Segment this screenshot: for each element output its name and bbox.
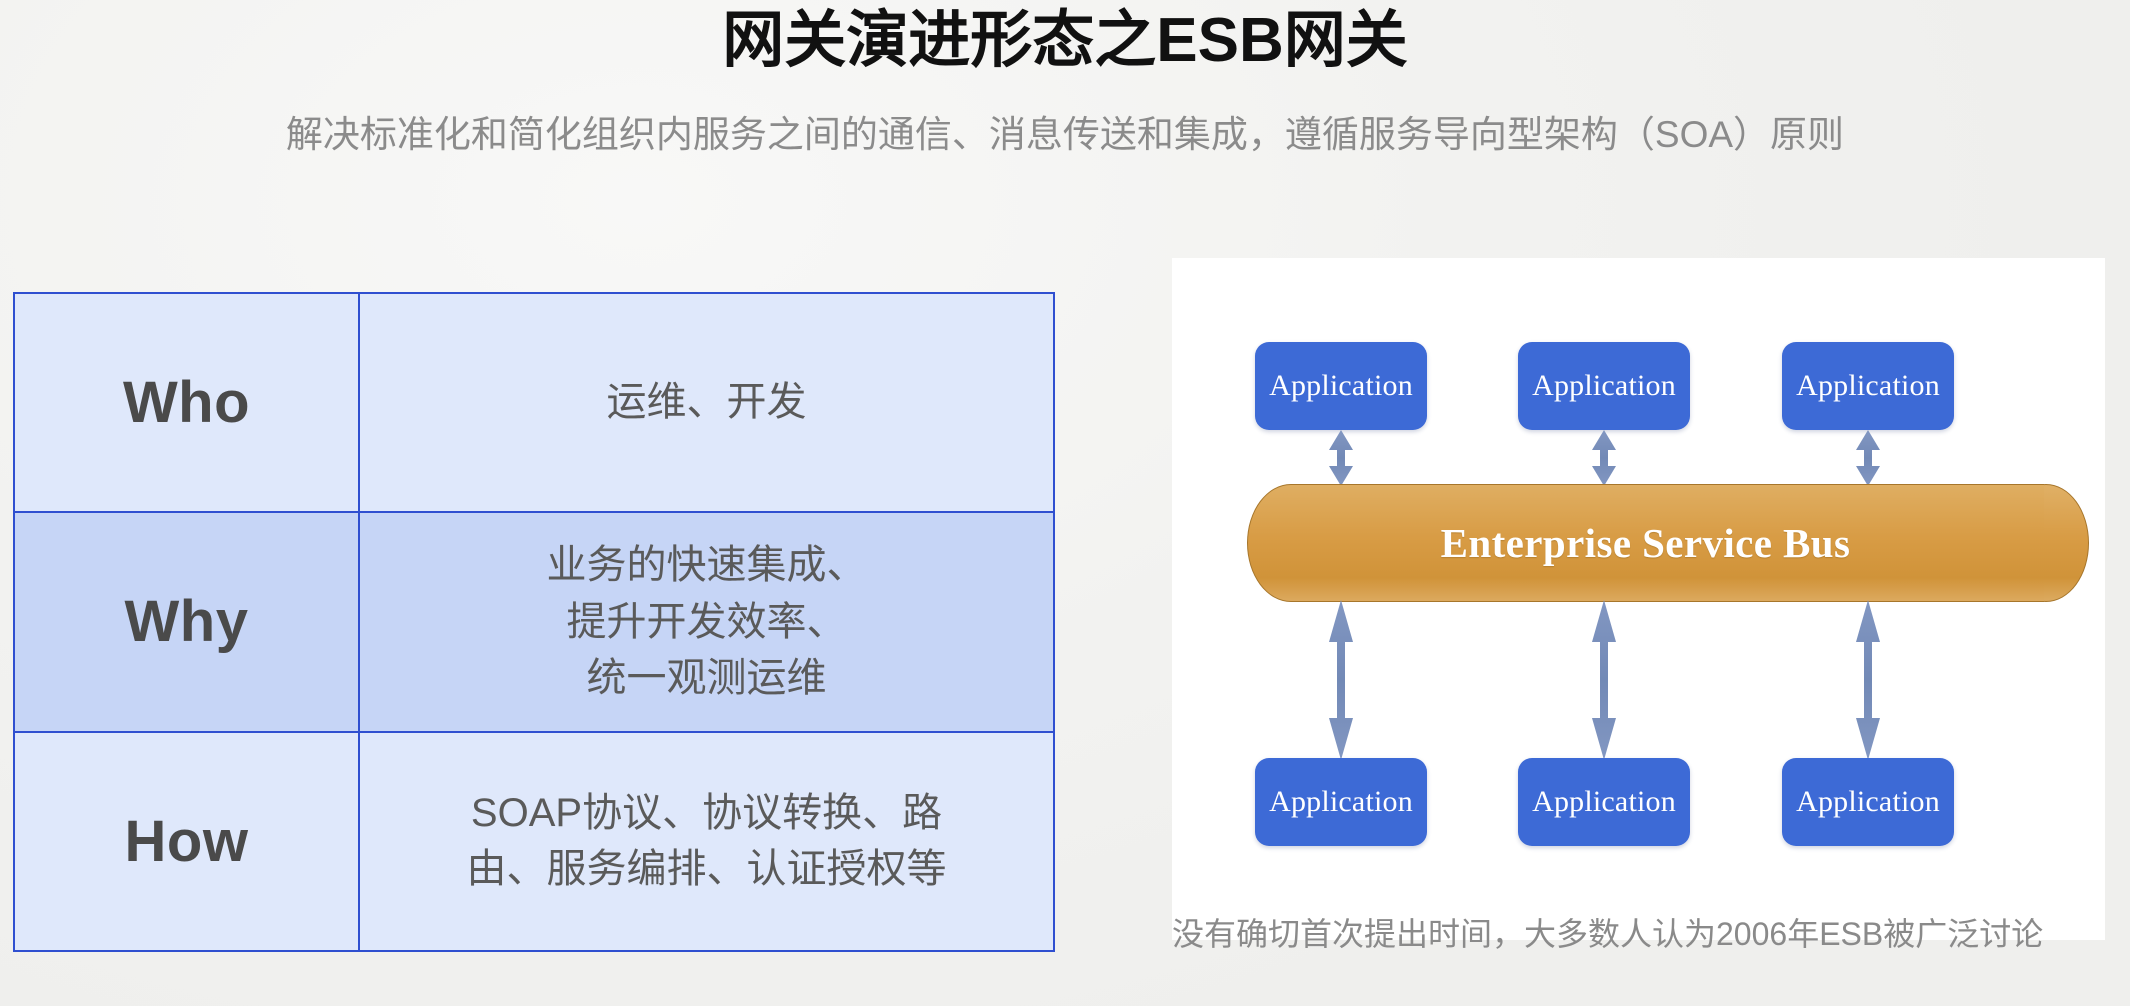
who-why-how-table: Who 运维、开发 Why 业务的快速集成、 提升开发效率、 统一观测运维 Ho…: [13, 292, 1055, 952]
application-box: Application: [1518, 758, 1690, 846]
table-cell-key: Who: [15, 294, 360, 512]
application-box: Application: [1518, 342, 1690, 430]
application-box: Application: [1255, 758, 1427, 846]
double-headed-vertical-arrow-icon: [1592, 430, 1616, 486]
double-headed-vertical-arrow-icon: [1856, 600, 1880, 760]
page-title: 网关演进形态之ESB网关: [722, 6, 1408, 75]
table-cell-key: How: [15, 732, 360, 950]
page-subtitle: 解决标准化和简化组织内服务之间的通信、消息传送和集成，遵循服务导向型架构（SOA…: [285, 114, 1845, 155]
cylinder-body: [1247, 484, 2044, 602]
application-box: Application: [1782, 342, 1954, 430]
table-row: Who 运维、开发: [15, 294, 1053, 512]
table-cell-value: 运维、开发: [360, 294, 1053, 511]
table-row: How SOAP协议、协议转换、路 由、服务编排、认证授权等: [15, 730, 1053, 950]
double-headed-vertical-arrow-icon: [1592, 600, 1616, 760]
table-cell-value: SOAP协议、协议转换、路 由、服务编排、认证授权等: [360, 733, 1053, 950]
row-value-label: 运维、开发: [606, 380, 807, 425]
bus-label: Enterprise Service Bus: [1440, 520, 1851, 566]
table-cell-key: Why: [15, 513, 360, 731]
table-cell-value: 业务的快速集成、 提升开发效率、 统一观测运维: [360, 513, 1053, 730]
application-box: Application: [1782, 758, 1954, 846]
row-value-label: 业务的快速集成、 提升开发效率、 统一观测运维: [546, 542, 867, 701]
row-value-label: SOAP协议、协议转换、路 由、服务编排、认证授权等: [466, 790, 947, 892]
application-label: Application: [1796, 369, 1940, 402]
application-label: Application: [1796, 785, 1940, 818]
bus-label-wrap: Enterprise Service Bus: [1247, 484, 2044, 602]
esb-diagram-panel: Application Application Application: [1172, 258, 2105, 940]
table-row: Why 业务的快速集成、 提升开发效率、 统一观测运维: [15, 511, 1053, 731]
application-label: Application: [1532, 785, 1676, 818]
diagram-caption: 没有确切首次提出时间，大多数人认为2006年ESB被广泛讨论: [1172, 916, 2044, 952]
row-key-label: How: [124, 808, 249, 874]
enterprise-service-bus-shape: Enterprise Service Bus: [1247, 484, 2090, 602]
double-headed-vertical-arrow-icon: [1856, 430, 1880, 486]
application-label: Application: [1532, 369, 1676, 402]
double-headed-vertical-arrow-icon: [1329, 430, 1353, 486]
esb-diagram: Application Application Application: [1172, 258, 2105, 940]
application-box: Application: [1255, 342, 1427, 430]
double-headed-vertical-arrow-icon: [1329, 600, 1353, 760]
row-key-label: Who: [122, 370, 251, 436]
application-label: Application: [1269, 785, 1413, 818]
row-key-label: Why: [124, 589, 249, 655]
application-label: Application: [1269, 369, 1413, 402]
